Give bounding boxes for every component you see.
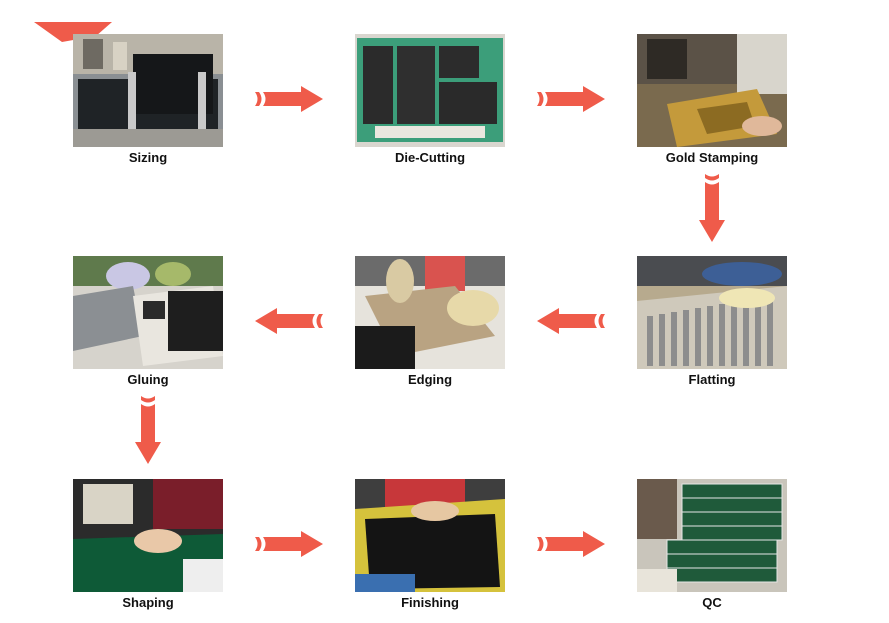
step-sizing: Sizing — [73, 34, 223, 165]
arrow-right-1 — [253, 86, 325, 112]
arrow-right-4 — [535, 531, 607, 557]
gluing-photo — [73, 256, 223, 369]
step-label: Die-Cutting — [394, 150, 466, 165]
die-cutting-photo — [355, 34, 505, 147]
arrow-left-2 — [253, 308, 325, 334]
step-qc: QC — [637, 479, 787, 610]
finishing-photo — [355, 479, 505, 592]
arrow-right-2 — [535, 86, 607, 112]
arrow-down-1 — [699, 172, 725, 244]
step-label: Finishing — [401, 595, 459, 610]
step-label: Sizing — [128, 150, 168, 165]
step-label: Shaping — [122, 595, 174, 610]
step-gluing: Gluing — [73, 256, 223, 387]
sizing-photo — [73, 34, 223, 147]
step-finishing: Finishing — [355, 479, 505, 610]
flatting-photo — [637, 256, 787, 369]
step-label: QC — [702, 595, 722, 610]
step-gold-stamping: Gold Stamping — [637, 34, 787, 165]
step-label: Flatting — [688, 372, 736, 387]
arrow-right-3 — [253, 531, 325, 557]
step-die-cutting: Die-Cutting — [355, 34, 505, 165]
step-flatting: Flatting — [637, 256, 787, 387]
shaping-photo — [73, 479, 223, 592]
step-edging: Edging — [355, 256, 505, 387]
qc-photo — [637, 479, 787, 592]
corner-tab-decoration — [34, 22, 112, 42]
step-label: Gluing — [127, 372, 169, 387]
edging-photo — [355, 256, 505, 369]
gold-stamping-photo — [637, 34, 787, 147]
step-shaping: Shaping — [73, 479, 223, 610]
arrow-down-2 — [135, 394, 161, 466]
arrow-left-1 — [535, 308, 607, 334]
step-label: Gold Stamping — [665, 150, 759, 165]
step-label: Edging — [407, 372, 453, 387]
